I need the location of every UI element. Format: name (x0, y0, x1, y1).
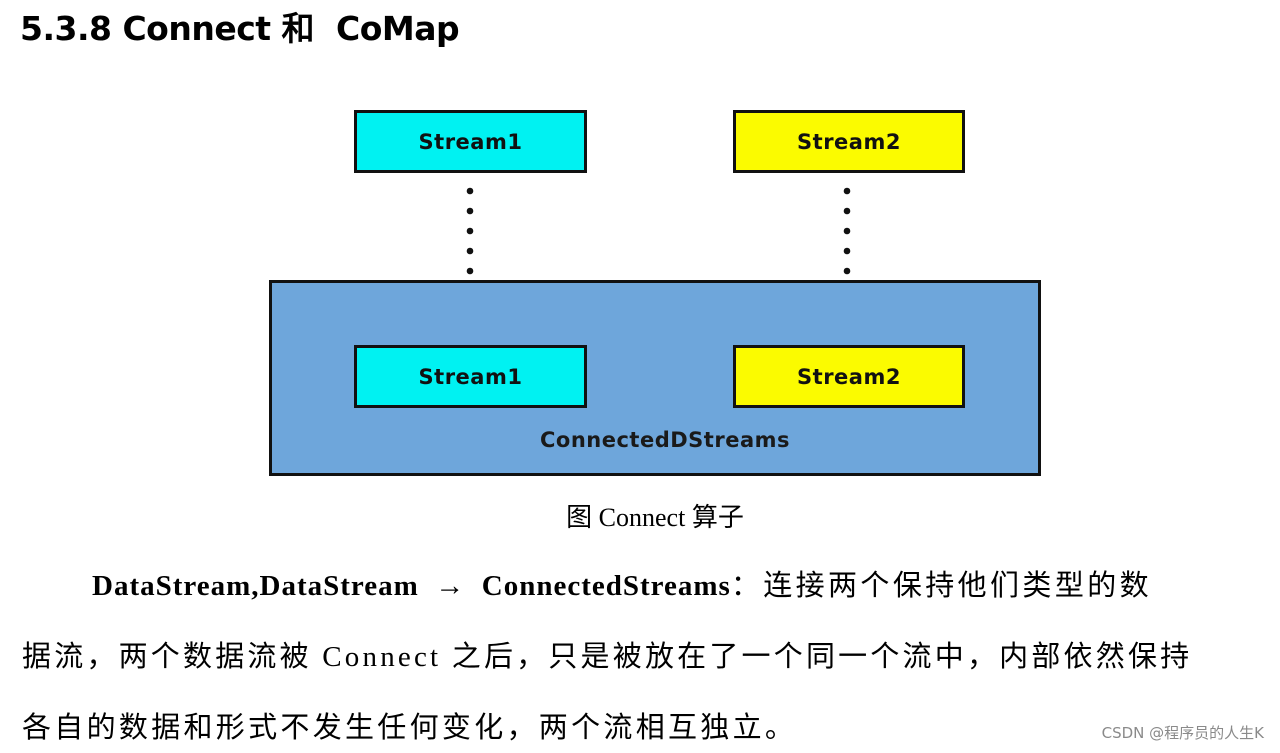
inner-stream1-box: Stream1 (354, 345, 587, 408)
paragraph-line-2: 据流，两个数据流被 Connect 之后，只是被放在了一个同一个流中，内部依然保… (22, 641, 1193, 673)
source-stream2-box: Stream2 (733, 110, 965, 173)
connect-diagram: Stream1 Stream2 Stream1 Stream2 Connecte… (269, 110, 1041, 476)
paragraph-line-1: DataStream,DataStream → ConnectedStreams… (92, 568, 1152, 604)
section-heading: 5.3.8 Connect 和 CoMap (20, 9, 460, 48)
paragraph-text-1: ：连接两个保持他们类型的数 (730, 570, 1153, 602)
connected-streams-label: ConnectedDStreams (540, 428, 790, 452)
operator-signature: DataStream,DataStream → ConnectedStreams (92, 570, 731, 602)
inner-stream2-box: Stream2 (733, 345, 965, 408)
figure-caption: 图 Connect 算子 (566, 503, 744, 532)
csdn-watermark: CSDN @程序员的人生K (1101, 724, 1264, 742)
source-stream1-box: Stream1 (354, 110, 587, 173)
paragraph-line-3: 各自的数据和形式不发生任何变化，两个流相互独立。 (22, 712, 798, 744)
